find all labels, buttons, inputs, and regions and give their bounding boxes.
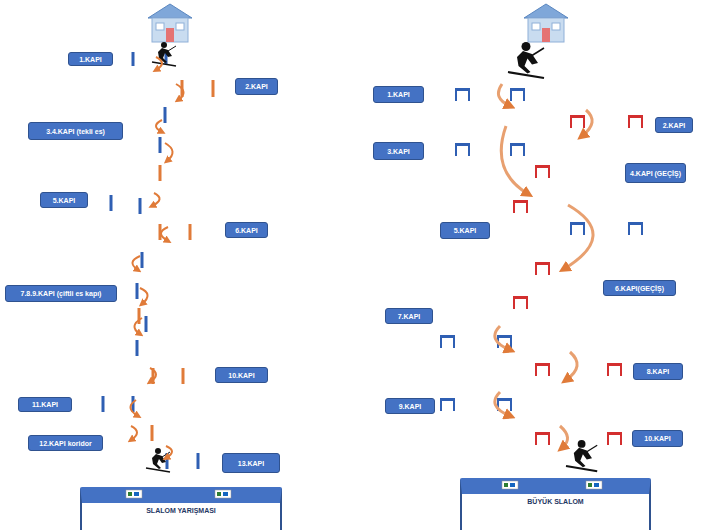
gate-name: 10.KAPI [228,372,254,379]
gate-name: 8.KAPI [647,368,670,375]
gate-name: 7.8.9.KAPI (çiftli es kapı) [21,290,102,297]
gate-label: 7.KAPI [385,308,433,324]
gate-label: 8.KAPI [633,363,683,380]
gate-label: 6.KAPI [225,222,268,238]
gate-label: 13.KAPI [222,453,280,473]
gate-name: 3.4.KAPI (tekli es) [46,128,105,135]
finish-arch: SLALOM YARIŞMASI [80,487,282,530]
gate-label: 7.8.9.KAPI (çiftli es kapı) [5,285,117,302]
gate-label: 11.KAPI [18,397,72,412]
gate-label: 6.KAPI(GEÇİŞ) [603,280,676,296]
gate-name: 5.KAPI [53,197,76,204]
gate-name: 2.KAPI [663,122,686,129]
gate-name: 6.KAPI [235,227,258,234]
gate-label: 2.KAPI [655,117,693,133]
gate-label: 10.KAPI [632,430,683,447]
gate-label: 4.KAPI (GEÇİŞ) [625,163,686,183]
gate-name: 11.KAPI [32,401,58,408]
gate-name: 1.KAPI [387,91,410,98]
gate-label: 1.KAPI [68,52,113,66]
gate-name: 13.KAPI [238,460,264,467]
gate-name: 12.KAPI koridor [39,440,92,447]
gate-name: 2.KAPI [245,83,268,90]
gate-label: 5.KAPI [440,222,490,239]
finish-arch: BÜYÜK SLALOM [460,478,651,530]
gate-name: 9.KAPI [399,403,422,410]
gate-name: 5.KAPI [454,227,477,234]
gate-name: 6.KAPI(GEÇİŞ) [615,285,664,292]
gate-label: 3.4.KAPI (tekli es) [28,122,123,140]
gate-label: 3.KAPI [373,142,424,160]
gate-name: 4.KAPI (GEÇİŞ) [630,170,681,177]
gate-name: 1.KAPI [79,56,102,63]
course-title: SLALOM YARIŞMASI [146,507,216,514]
gate-name: 3.KAPI [387,148,410,155]
course-title: BÜYÜK SLALOM [527,498,583,505]
gate-label: 2.KAPI [235,78,278,95]
gate-label: 12.KAPI koridor [28,435,103,451]
gate-name: 7.KAPI [398,313,421,320]
gate-label: 10.KAPI [215,367,268,383]
gate-label: 1.KAPI [373,86,424,103]
gate-label: 5.KAPI [40,192,88,208]
gate-name: 10.KAPI [644,435,670,442]
gate-label: 9.KAPI [385,398,435,414]
